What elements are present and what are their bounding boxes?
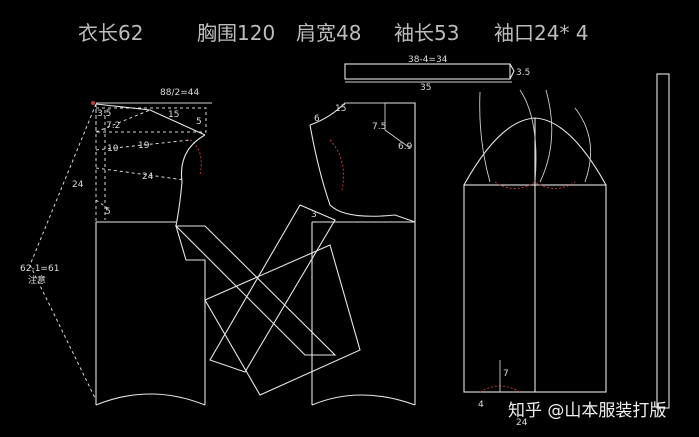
start-point bbox=[91, 101, 95, 105]
collar-length-label: 35 bbox=[420, 83, 431, 93]
back-6-9-label: 6.9 bbox=[398, 142, 413, 152]
measurement-labels: 88/2=44 38-4=34 3.5 35 3.5 7.2 15 5 10 1… bbox=[20, 55, 530, 428]
collar-pattern bbox=[344, 63, 515, 83]
sleeve-7-label: 7 bbox=[503, 369, 509, 379]
front-5b-label: 5 bbox=[105, 207, 111, 217]
back-armhole bbox=[309, 124, 416, 223]
back-armhole-guide bbox=[329, 139, 344, 191]
bust-half-label: 88/2=44 bbox=[160, 88, 199, 98]
guide-line bbox=[479, 91, 491, 183]
front-drape-panel bbox=[174, 225, 337, 356]
front-armhole bbox=[175, 134, 206, 227]
overlap-panel bbox=[204, 244, 361, 396]
back-bodice-pattern bbox=[309, 102, 416, 406]
side-length-label: 62-1=61 bbox=[20, 264, 59, 274]
sleeve-cap bbox=[463, 117, 607, 186]
cuff-label: 袖口24* 4 bbox=[494, 20, 589, 45]
guide-line bbox=[95, 167, 186, 181]
shoulder-width-label: 肩宽48 bbox=[296, 20, 362, 45]
neck-box bbox=[95, 107, 207, 133]
front-5a-label: 5 bbox=[196, 117, 202, 127]
sleeve-pattern bbox=[463, 89, 607, 393]
collar-height-label: 3.5 bbox=[516, 68, 530, 78]
guide-line bbox=[539, 89, 553, 183]
sleeve-length-label: 袖长53 bbox=[394, 20, 460, 45]
front-side-seam bbox=[175, 225, 206, 405]
collar-rect bbox=[344, 63, 511, 80]
sleeve-cap-guide bbox=[494, 181, 576, 189]
front-10-label: 10 bbox=[107, 144, 119, 154]
back-15-label: 15 bbox=[335, 104, 346, 114]
bust-label: 胸围120 bbox=[197, 20, 276, 45]
front-24b-label: 24 bbox=[72, 180, 84, 190]
cross-panels bbox=[174, 204, 361, 396]
guide-line bbox=[574, 107, 592, 183]
garment-length-label: 衣长62 bbox=[78, 20, 144, 45]
front-bodice-pattern bbox=[29, 102, 212, 406]
sleeve-4-label: 4 bbox=[478, 400, 484, 410]
guide-line bbox=[95, 109, 151, 133]
guide-line bbox=[519, 89, 537, 183]
side-note-label: 注意 bbox=[28, 274, 46, 286]
back-drape-panel bbox=[209, 204, 336, 373]
front-15-label: 15 bbox=[168, 110, 179, 120]
side-length-guide bbox=[29, 103, 97, 401]
front-shoulder-line bbox=[95, 103, 206, 136]
right-strip bbox=[656, 73, 670, 409]
back-3-label: 3 bbox=[311, 210, 317, 220]
front-3-5-label: 3.5 bbox=[97, 109, 111, 119]
front-19-label: 19 bbox=[138, 141, 150, 151]
armhole-guide bbox=[189, 139, 202, 176]
back-7-5-label: 7.5 bbox=[372, 122, 386, 132]
guide-line bbox=[95, 199, 111, 211]
measurement-header: 衣长62 胸围120 肩宽48 袖长53 袖口24* 4 bbox=[0, 14, 699, 48]
front-hem bbox=[95, 393, 206, 406]
back-hem bbox=[311, 394, 416, 406]
sleeve-24-label: 24 bbox=[516, 418, 528, 428]
collar-tip bbox=[509, 63, 515, 80]
front-24a-label: 24 bbox=[142, 172, 154, 182]
back-6-label: 6 bbox=[314, 114, 320, 124]
back-neck-guide bbox=[345, 102, 411, 149]
guide-line bbox=[95, 139, 191, 151]
collar-calc-label: 38-4=34 bbox=[408, 55, 448, 65]
front-7-2-label: 7.2 bbox=[106, 121, 120, 131]
watermark: 知乎 @山本服装打版 bbox=[508, 401, 667, 421]
